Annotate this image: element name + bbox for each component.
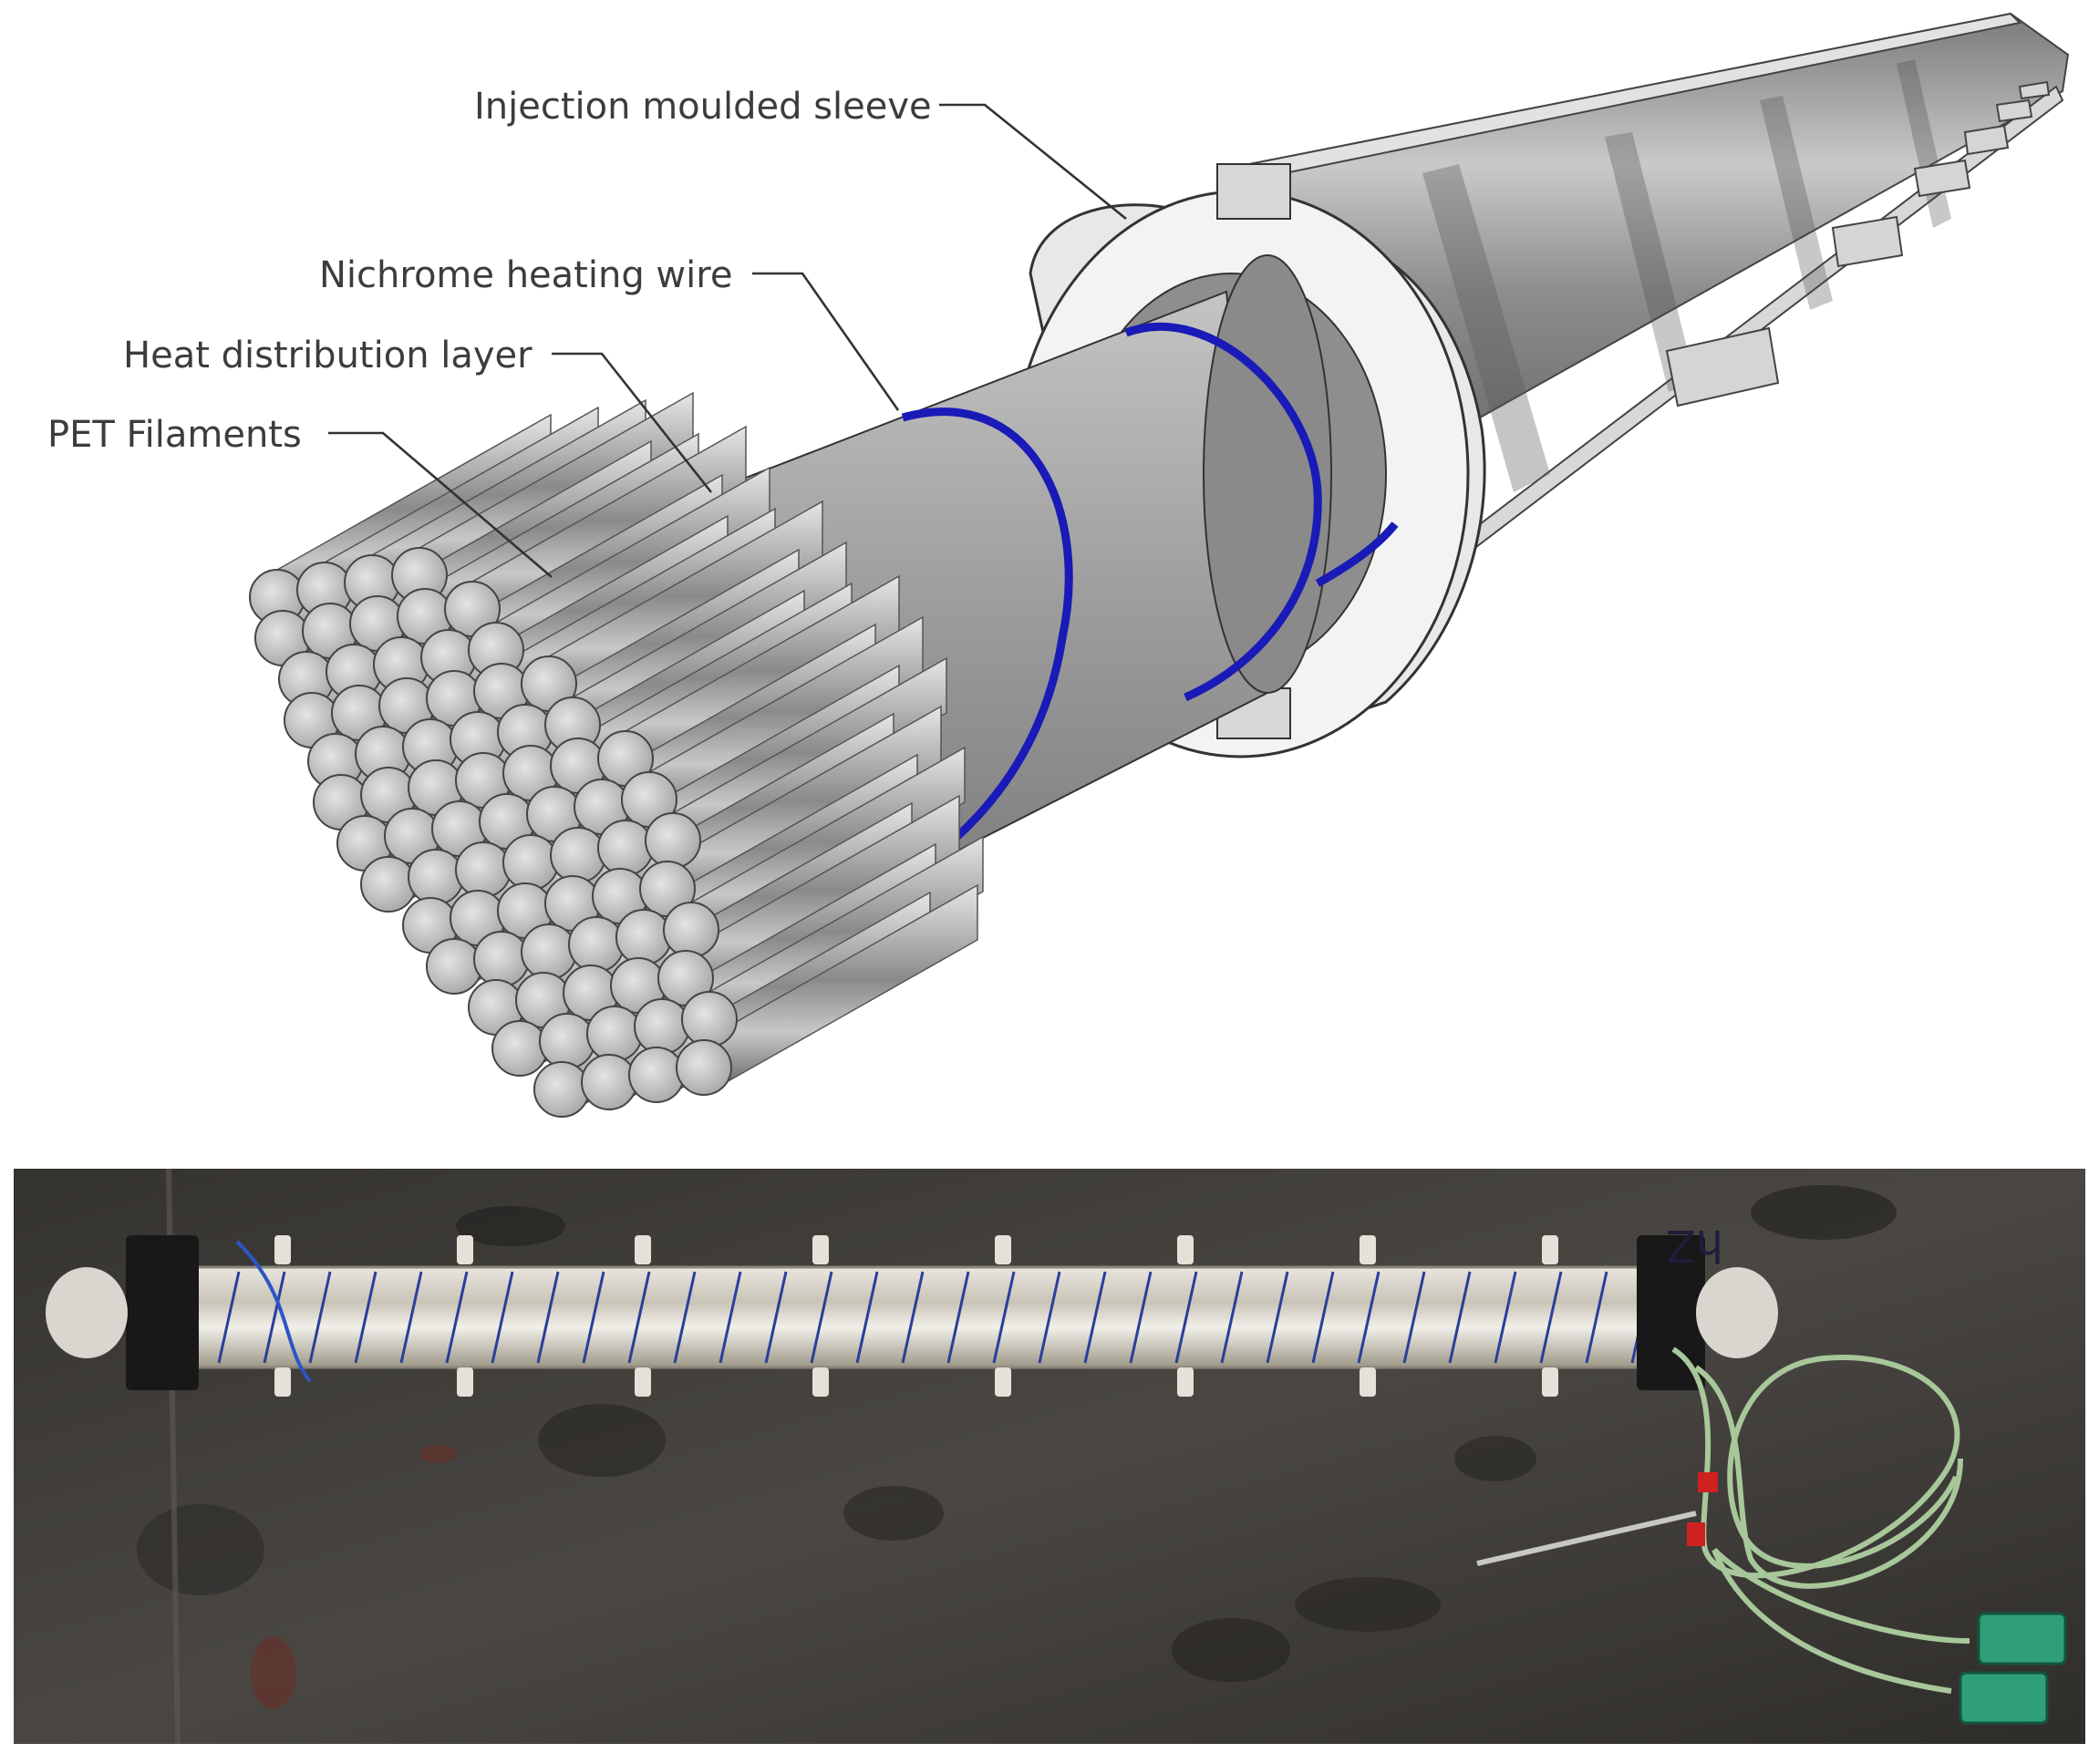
handwritten-mark: hZ <box>1666 1220 1723 1271</box>
spiral-turn <box>627 1271 651 1364</box>
filament-end <box>408 849 464 905</box>
pet-filament-bundle <box>249 391 984 1119</box>
label-injection-moulded-sleeve: Injection moulded sleeve <box>474 86 932 128</box>
spiral-turn <box>1083 1271 1107 1364</box>
spiral-turn <box>354 1271 377 1364</box>
tube-clip <box>635 1235 651 1264</box>
tube-clip <box>1360 1235 1376 1264</box>
spiral-turn <box>1311 1271 1335 1364</box>
red-tape-2 <box>1687 1522 1705 1546</box>
leader-pet-filaments <box>328 431 553 578</box>
spiral-turn <box>536 1271 560 1364</box>
spiral-turn <box>399 1271 423 1364</box>
sleeve-clips <box>1665 80 2051 407</box>
filament-end <box>628 1047 685 1103</box>
leader-nichrome-heating-wire <box>752 272 900 411</box>
red-tape-1 <box>1698 1472 1718 1492</box>
filament-end <box>360 856 417 913</box>
end-brackets <box>46 1235 1778 1390</box>
tube-clip <box>1542 1367 1558 1397</box>
filament-end <box>533 1061 590 1118</box>
filament-end <box>473 931 530 987</box>
spiral-turn <box>1585 1271 1608 1364</box>
filament-end <box>586 1006 643 1062</box>
spiral-turn <box>946 1271 970 1364</box>
connector-1 <box>1977 1612 2067 1666</box>
tube-clip <box>1360 1367 1376 1397</box>
label-nichrome-heating-wire: Nichrome heating wire <box>319 254 732 296</box>
filament-end <box>568 916 625 973</box>
tube-clip <box>995 1235 1011 1264</box>
spiral-turn <box>1357 1271 1380 1364</box>
spiral-turn <box>263 1271 286 1364</box>
spiral-turn <box>1129 1271 1153 1364</box>
filament-end <box>550 827 606 883</box>
spiral-turn <box>1220 1271 1244 1364</box>
filament-end <box>502 834 559 891</box>
tube-clip <box>274 1367 291 1397</box>
spiral-turn <box>445 1271 469 1364</box>
tube-clip <box>1177 1367 1194 1397</box>
spiral-turn <box>855 1271 879 1364</box>
spiral-turn <box>1448 1271 1472 1364</box>
label-pet-filaments: PET Filaments <box>47 414 302 456</box>
filament-end <box>634 998 690 1055</box>
filament-end <box>581 1054 637 1110</box>
tube-clip <box>995 1367 1011 1397</box>
spiral-turn <box>1038 1271 1061 1364</box>
thermocouple-connectors <box>1959 1612 2067 1725</box>
connector-2 <box>1959 1671 2049 1725</box>
tube-clip <box>457 1367 473 1397</box>
cable-tie <box>1476 1511 1697 1566</box>
filament-end <box>663 902 719 958</box>
callouts: Injection moulded sleeve Nichrome heatin… <box>47 86 1127 578</box>
spiral-turn <box>217 1271 241 1364</box>
surface-stains <box>137 1185 1897 1709</box>
tube-clip <box>812 1235 829 1264</box>
tube-clip <box>812 1367 829 1397</box>
filament-end <box>491 1020 548 1077</box>
spiral-turn <box>901 1271 925 1364</box>
spiral-turn <box>1494 1271 1517 1364</box>
filament-end <box>539 1013 595 1069</box>
leader-heat-distribution-layer <box>552 352 713 493</box>
heating-wire-spiral <box>171 1271 1654 1364</box>
tube-clip <box>1542 1235 1558 1264</box>
prototype-photograph: hZ <box>14 1168 2085 1745</box>
spiral-turn <box>764 1271 788 1364</box>
spiral-turn <box>1539 1271 1563 1364</box>
filament-end <box>426 938 482 995</box>
spiral-turn <box>719 1271 742 1364</box>
spiral-turn <box>1174 1271 1198 1364</box>
tube-clip <box>635 1367 651 1397</box>
filament-end <box>597 820 654 876</box>
tube-clip <box>457 1235 473 1264</box>
spiral-turn <box>1402 1271 1426 1364</box>
leader-injection-moulded-sleeve <box>939 103 1127 221</box>
filament-end <box>676 1039 732 1096</box>
tube-clip <box>274 1235 291 1264</box>
spiral-turn <box>582 1271 605 1364</box>
filament-end <box>645 812 701 869</box>
filament-end <box>521 923 577 980</box>
spiral-turn <box>308 1271 332 1364</box>
filament-end <box>455 841 512 898</box>
schematic-illustration <box>249 12 2070 1119</box>
filament-end <box>615 909 672 965</box>
label-heat-distribution-layer: Heat distribution layer <box>123 335 533 377</box>
spiral-turn <box>491 1271 514 1364</box>
tube-clip <box>1177 1235 1194 1264</box>
spiral-turn <box>1266 1271 1289 1364</box>
tube-clips <box>274 1235 1558 1397</box>
filament-end <box>681 991 738 1047</box>
spiral-turn <box>673 1271 697 1364</box>
spiral-turn <box>992 1271 1016 1364</box>
spiral-turn <box>810 1271 833 1364</box>
